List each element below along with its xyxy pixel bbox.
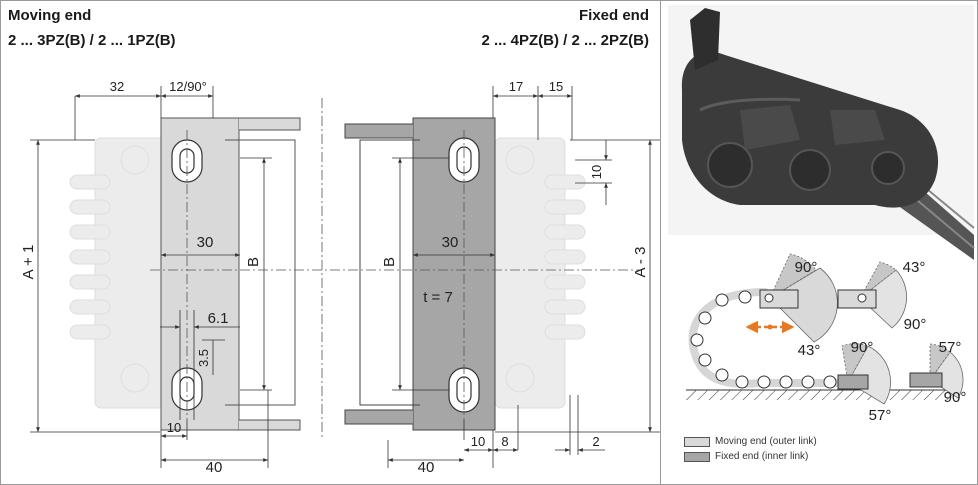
fixed-end-title: Fixed end: [578, 7, 649, 24]
legend-fixed-end: Fixed end (inner link): [684, 451, 808, 462]
moving-end-drawing: [69, 117, 301, 431]
fixed-end-drawing: [344, 117, 586, 431]
legend-label-fixed: Fixed end (inner link): [715, 451, 809, 462]
dim-b-left: B: [245, 257, 262, 267]
dim-40-right: 40: [418, 459, 435, 476]
angle-90-top: 90°: [795, 259, 818, 276]
legend-swatch-fixed: [684, 451, 710, 462]
fixed-end-subtitle: 2 ... 4PZ(B) / 2 ... 2PZ(B): [481, 32, 649, 49]
angle-43-mid: 43°: [798, 342, 821, 359]
panel-divider: [660, 0, 661, 485]
dim-a-plus-1: A + 1: [20, 245, 37, 280]
moving-end-chain-outline: [69, 137, 166, 409]
dim-a-minus-3: A - 3: [632, 247, 649, 278]
legend-label-moving: Moving end (outer link): [715, 436, 817, 447]
dim-b-right: B: [381, 257, 398, 267]
chain-photo: [668, 5, 975, 260]
angle-schematic: [686, 253, 964, 405]
dim-6-1: 6.1: [208, 310, 229, 327]
dim-3-5: 3.5: [196, 349, 211, 367]
moving-end-title: Moving end: [8, 7, 92, 24]
dim-30-left: 30: [197, 234, 214, 251]
angle-90-bottom-right: 90°: [944, 389, 967, 406]
dim-10-bottom-right: 10: [471, 434, 485, 449]
dim-30-right: 30: [442, 234, 459, 251]
legend-swatch-moving: [684, 436, 710, 447]
angle-57-bottom: 57°: [869, 407, 892, 424]
angle-90-right: 90°: [904, 316, 927, 333]
angle-90-bottom: 90°: [851, 339, 874, 356]
angle-57-right: 57°: [939, 339, 962, 356]
dim-15: 15: [549, 79, 563, 94]
angle-43-top-right: 43°: [903, 259, 926, 276]
dim-32: 32: [110, 79, 124, 94]
dim-8: 8: [501, 434, 508, 449]
dim-10-bottom-left: 10: [167, 420, 181, 435]
dim-12-90: 12/90°: [169, 79, 207, 94]
dim-10-side: 10: [589, 165, 604, 179]
fixed-end-chain-outline: [494, 137, 586, 409]
dim-17: 17: [509, 79, 523, 94]
moving-end-subtitle: 2 ... 3PZ(B) / 2 ... 1PZ(B): [8, 32, 176, 49]
thickness-label: t = 7: [423, 289, 453, 306]
legend-moving-end: Moving end (outer link): [684, 436, 817, 447]
dim-40-left: 40: [206, 459, 223, 476]
dim-2: 2: [592, 434, 599, 449]
